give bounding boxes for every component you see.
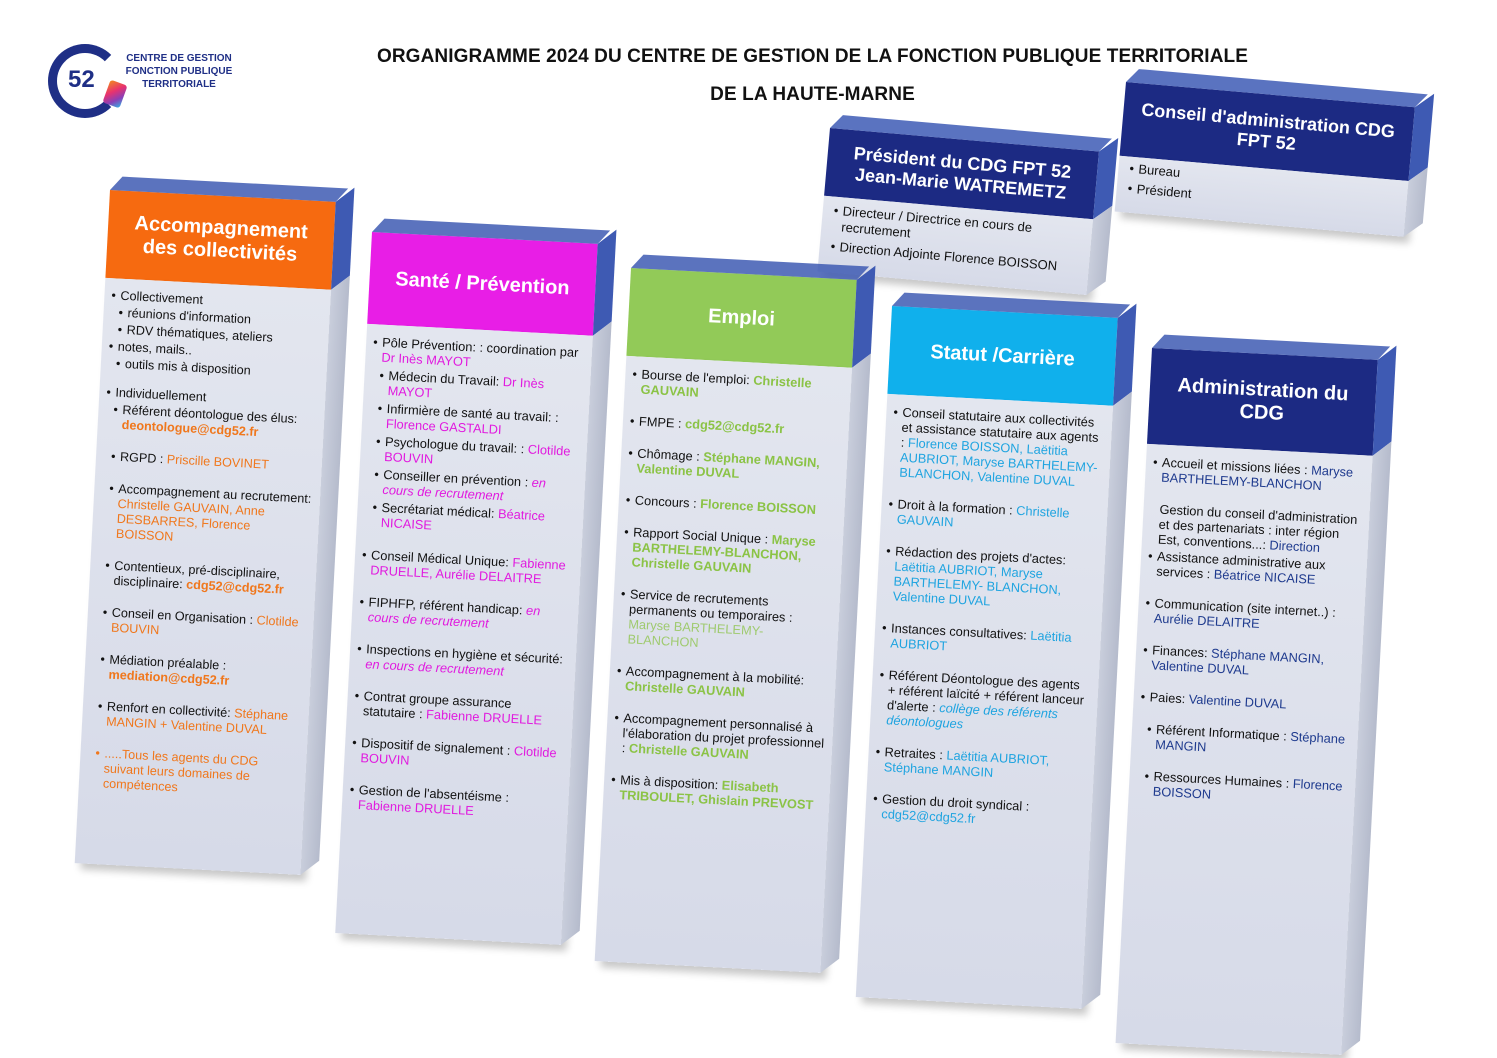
list-item: Chômage : Stéphane MANGIN, Valentine DUV… <box>628 445 839 486</box>
list-item: Accueil et missions liées : Maryse BARTH… <box>1153 454 1364 495</box>
list-item: Communication (site internet..) : Auréli… <box>1145 595 1356 636</box>
statut-panel: Conseil statutaire aux collectivités et … <box>855 391 1132 1009</box>
list-item: Concours : Florence BOISSON <box>626 492 836 518</box>
sante-panel: Pôle Prévention: : coordination par Dr I… <box>335 321 612 945</box>
list-item: Mis à disposition: Elisabeth TRIBOULET, … <box>611 772 822 813</box>
column-administration: Administration du CDG Accueil et mission… <box>1115 334 1397 1055</box>
list-item: Bourse de l'emploi: Christelle GAUVAIN <box>632 366 843 407</box>
column-sante: Santé / Prévention Pôle Prévention: : co… <box>335 218 617 945</box>
list-item: Rédaction des projets d'actes: Laëtitia … <box>884 543 1097 614</box>
list-item: Conseil Médical Unique: Fabienne DRUELLE… <box>362 547 573 588</box>
logo-text: CENTRE DE GESTION FONCTION PUBLIQUE TERR… <box>125 53 233 90</box>
list-item: Accompagnement au recrutement: Christell… <box>108 481 313 551</box>
list-item: Conseil en Organisation : Clotilde BOUVI… <box>103 605 306 646</box>
list-item: Dispositif de signalement : Clotilde BOU… <box>352 735 563 776</box>
list-item: Secrétariat médical: Béatrice NICAISE <box>372 499 575 540</box>
list-item: Conseil statutaire aux collectivités et … <box>891 404 1105 490</box>
accompagnement-panel: Collectivement réunions d'information RD… <box>74 275 350 875</box>
list-item: Inspections en hygiène et sécurité: en c… <box>357 641 568 682</box>
list-item: .....Tous les agents du CDG suivant leur… <box>95 746 299 802</box>
list-item: Renfort en collectivité: Stéphane MANGIN… <box>98 699 301 740</box>
list-item: Contentieux, pré-disciplinaire, discipli… <box>105 558 308 599</box>
list-item: Gestion de l'absentéisme : Fabienne DRUE… <box>350 782 561 823</box>
list-item: Paies: Valentine DUVAL <box>1141 689 1351 715</box>
list-item: RGPD : Priscille BOVINET <box>112 449 315 475</box>
list-item: Contrat groupe assurance statutaire : Fa… <box>355 688 566 729</box>
column-accompagnement: Accompagnement des collectivités Collect… <box>74 176 355 875</box>
list-item: Service de recrutements permanents ou te… <box>619 586 832 657</box>
administration-header: Administration du CDG <box>1146 334 1397 456</box>
cdg52-logo: 52 CENTRE DE GESTION FONCTION PUBLIQUE T… <box>48 44 248 124</box>
list-item: Gestion du droit syndical : cdg52@cdg52.… <box>873 791 1084 832</box>
logo-ring-icon <box>48 44 122 118</box>
list-item: Ressources Humaines : Florence BOISSON <box>1144 768 1347 809</box>
list-item: Accompagnement à la mobilité: Christelle… <box>617 663 828 704</box>
page-title: ORGANIGRAMME 2024 DU CENTRE DE GESTION D… <box>376 46 1248 105</box>
logo-number: 52 <box>68 66 95 93</box>
list-item: Instances consultatives: Laëtitia AUBRIO… <box>882 620 1093 661</box>
list-item: Médiation préalable : mediation@cdg52.fr <box>100 652 303 693</box>
list-item: Droit à la formation : Christelle GAUVAI… <box>888 496 1099 537</box>
administration-panel: Accueil et missions liées : Maryse BARTH… <box>1115 441 1392 1055</box>
column-emploi: Emploi Bourse de l'emploi: Christelle GA… <box>594 254 876 973</box>
statut-header: Statut /Carrière <box>887 292 1137 406</box>
list-item: Finances: Stéphane MANGIN, Valentine DUV… <box>1143 642 1354 683</box>
list-item: Accompagnement personnalisé à l'élaborat… <box>614 710 826 766</box>
emploi-header: Emploi <box>626 254 876 368</box>
conseil-box: Conseil d'administration CDG FPT 52 Bure… <box>1114 69 1435 237</box>
list-item: FIPHFP, référent handicap: en cours de r… <box>359 594 570 635</box>
list-item: FMPE : cdg52@cdg52.fr <box>631 413 841 439</box>
list-item: Référent Informatique : Stéphane MANGIN <box>1147 721 1350 762</box>
list-item: Retraites : Laëtitia AUBRIOT, Stéphane M… <box>875 744 1086 785</box>
sante-header: Santé / Prévention <box>367 218 617 336</box>
column-statut: Statut /Carrière Conseil statutaire aux … <box>855 292 1137 1009</box>
list-item: Référent Déontologue des agents + référe… <box>878 667 1091 738</box>
emploi-panel: Bourse de l'emploi: Christelle GAUVAIN F… <box>594 353 871 973</box>
list-item: Gestion du conseil d'administration et d… <box>1157 501 1358 556</box>
accompagnement-header: Accompagnement des collectivités <box>105 176 355 290</box>
list-item: Rapport Social Unique : Maryse BARTHELEM… <box>623 524 835 580</box>
